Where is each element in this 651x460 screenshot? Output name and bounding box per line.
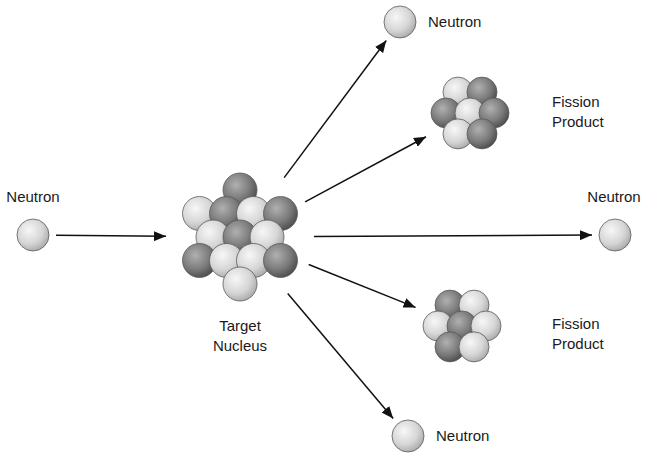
- node-label: Fission Product: [552, 92, 632, 131]
- neutron-sphere: [459, 332, 489, 362]
- neutron-ball: [16, 218, 50, 252]
- arrow-connector: [56, 235, 166, 236]
- proton-sphere: [467, 119, 497, 149]
- neutron-sphere: [599, 219, 631, 251]
- node-label: Fission Product: [552, 314, 632, 353]
- nucleus-cluster: [172, 169, 308, 305]
- proton-sphere: [264, 243, 298, 277]
- arrow-connector: [305, 137, 426, 202]
- fission-product-node: Fission Product: [426, 69, 514, 157]
- neutron-ball: [598, 218, 632, 252]
- node-label: Neutron: [436, 426, 506, 446]
- fission-product-node: Fission Product: [418, 282, 506, 370]
- node-label: Neutron: [583, 187, 645, 207]
- node-label: Neutron: [428, 12, 498, 32]
- neutron-sphere: [223, 267, 257, 301]
- node-label: Target Nucleus: [195, 316, 285, 355]
- neutron-sphere: [17, 219, 49, 251]
- arrow-connector: [284, 40, 386, 177]
- neutron-ball: [383, 5, 417, 39]
- arrow-connector: [314, 235, 592, 236]
- neutron-node: Neutron: [391, 419, 425, 453]
- nucleus-cluster: [426, 69, 514, 157]
- neutron-sphere: [392, 420, 424, 452]
- arrow-connector: [309, 265, 416, 308]
- neutron-ball: [391, 419, 425, 453]
- node-label: Neutron: [3, 187, 63, 207]
- arrow-connector: [288, 294, 393, 419]
- neutron-node: Neutron: [16, 218, 50, 252]
- neutron-node: Neutron: [383, 5, 417, 39]
- nucleus-node: Target Nucleus: [172, 169, 308, 305]
- neutron-node: Neutron: [598, 218, 632, 252]
- nucleus-cluster: [418, 282, 506, 370]
- neutron-sphere: [384, 6, 416, 38]
